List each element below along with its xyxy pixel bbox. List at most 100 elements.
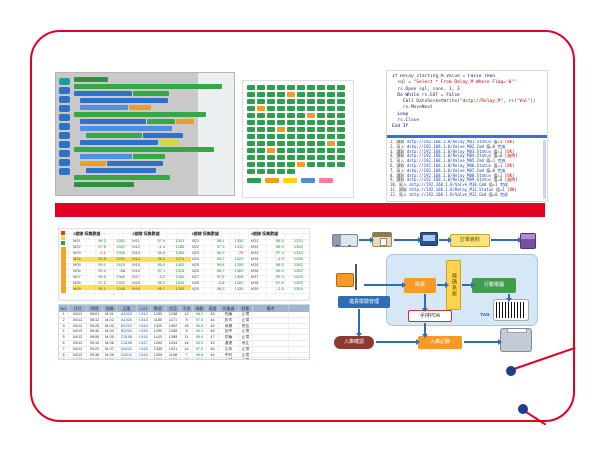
status-cell[interactable] bbox=[257, 141, 265, 146]
status-cell[interactable] bbox=[297, 99, 305, 104]
status-cell[interactable] bbox=[287, 169, 295, 174]
status-cell[interactable] bbox=[257, 155, 265, 160]
status-cell[interactable] bbox=[337, 113, 345, 118]
status-cell[interactable] bbox=[327, 113, 335, 118]
status-cell[interactable] bbox=[277, 162, 285, 167]
status-cell[interactable] bbox=[257, 134, 265, 139]
status-cell[interactable] bbox=[287, 148, 295, 153]
status-cell[interactable] bbox=[327, 148, 335, 153]
status-cell[interactable] bbox=[297, 141, 305, 146]
status-cell[interactable] bbox=[307, 155, 315, 160]
status-cell[interactable] bbox=[337, 127, 345, 132]
status-cell[interactable] bbox=[257, 113, 265, 118]
status-cell[interactable] bbox=[307, 134, 315, 139]
status-cell[interactable] bbox=[307, 85, 315, 90]
status-cell[interactable] bbox=[327, 141, 335, 146]
status-cell[interactable] bbox=[287, 127, 295, 132]
status-cell[interactable] bbox=[287, 162, 295, 167]
status-cell[interactable] bbox=[247, 141, 255, 146]
status-cell[interactable] bbox=[247, 106, 255, 111]
status-cell[interactable] bbox=[287, 106, 295, 111]
status-cell[interactable] bbox=[307, 106, 315, 111]
status-cell[interactable] bbox=[247, 162, 255, 167]
status-cell[interactable] bbox=[307, 127, 315, 132]
status-cell[interactable] bbox=[327, 162, 335, 167]
status-cell[interactable] bbox=[327, 92, 335, 97]
status-cell[interactable] bbox=[317, 99, 325, 104]
status-cell[interactable] bbox=[307, 162, 315, 167]
status-cell[interactable] bbox=[307, 99, 315, 104]
status-cell[interactable] bbox=[277, 169, 285, 174]
status-cell[interactable] bbox=[287, 113, 295, 118]
status-cell[interactable] bbox=[317, 134, 325, 139]
status-cell[interactable] bbox=[337, 148, 345, 153]
status-cell[interactable] bbox=[267, 106, 275, 111]
status-cell[interactable] bbox=[317, 148, 325, 153]
status-cell[interactable] bbox=[267, 141, 275, 146]
status-cell[interactable] bbox=[317, 113, 325, 118]
log-scrollbar[interactable] bbox=[543, 140, 546, 199]
status-cell[interactable] bbox=[267, 162, 275, 167]
status-cell[interactable] bbox=[267, 169, 275, 174]
status-cell[interactable] bbox=[297, 85, 305, 90]
status-cell[interactable] bbox=[307, 148, 315, 153]
status-cell[interactable] bbox=[257, 127, 265, 132]
status-cell[interactable] bbox=[267, 99, 275, 104]
status-cell[interactable] bbox=[267, 155, 275, 160]
status-cell[interactable] bbox=[337, 120, 345, 125]
status-cell[interactable] bbox=[277, 120, 285, 125]
status-cell[interactable] bbox=[307, 113, 315, 118]
status-cell[interactable] bbox=[337, 99, 345, 104]
status-cell[interactable] bbox=[317, 120, 325, 125]
status-cell[interactable] bbox=[317, 127, 325, 132]
status-cell[interactable] bbox=[307, 120, 315, 125]
status-cell[interactable] bbox=[247, 148, 255, 153]
status-cell[interactable] bbox=[297, 162, 305, 167]
status-cell[interactable] bbox=[287, 85, 295, 90]
status-cell[interactable] bbox=[267, 134, 275, 139]
status-cell[interactable] bbox=[247, 155, 255, 160]
status-cell[interactable] bbox=[267, 148, 275, 153]
status-cell[interactable] bbox=[247, 120, 255, 125]
status-cell[interactable] bbox=[297, 106, 305, 111]
status-cell[interactable] bbox=[297, 127, 305, 132]
status-cell[interactable] bbox=[327, 127, 335, 132]
status-cell[interactable] bbox=[317, 162, 325, 167]
status-cell[interactable] bbox=[247, 134, 255, 139]
status-cell[interactable] bbox=[337, 85, 345, 90]
status-cell[interactable] bbox=[277, 134, 285, 139]
status-cell[interactable] bbox=[257, 92, 265, 97]
status-cell[interactable] bbox=[337, 155, 345, 160]
status-cell[interactable] bbox=[247, 169, 255, 174]
status-cell[interactable] bbox=[297, 155, 305, 160]
status-cell[interactable] bbox=[327, 85, 335, 90]
status-cell[interactable] bbox=[247, 113, 255, 118]
status-cell[interactable] bbox=[327, 106, 335, 111]
status-cell[interactable] bbox=[297, 134, 305, 139]
status-cell[interactable] bbox=[257, 99, 265, 104]
status-cell[interactable] bbox=[277, 106, 285, 111]
status-cell[interactable] bbox=[287, 120, 295, 125]
status-cell[interactable] bbox=[277, 155, 285, 160]
status-cell[interactable] bbox=[247, 127, 255, 132]
status-cell[interactable] bbox=[277, 85, 285, 90]
status-cell[interactable] bbox=[297, 92, 305, 97]
status-cell[interactable] bbox=[307, 92, 315, 97]
status-cell[interactable] bbox=[327, 120, 335, 125]
status-cell[interactable] bbox=[317, 155, 325, 160]
status-cell[interactable] bbox=[267, 85, 275, 90]
status-cell[interactable] bbox=[327, 99, 335, 104]
status-cell[interactable] bbox=[317, 92, 325, 97]
status-cell[interactable] bbox=[337, 141, 345, 146]
status-cell[interactable] bbox=[257, 85, 265, 90]
status-cell[interactable] bbox=[247, 92, 255, 97]
status-cell[interactable] bbox=[317, 106, 325, 111]
status-cell[interactable] bbox=[337, 134, 345, 139]
status-cell[interactable] bbox=[287, 155, 295, 160]
status-cell[interactable] bbox=[287, 141, 295, 146]
status-cell[interactable] bbox=[287, 99, 295, 104]
status-cell[interactable] bbox=[297, 113, 305, 118]
status-cell[interactable] bbox=[307, 141, 315, 146]
status-cell[interactable] bbox=[267, 92, 275, 97]
status-cell[interactable] bbox=[257, 162, 265, 167]
